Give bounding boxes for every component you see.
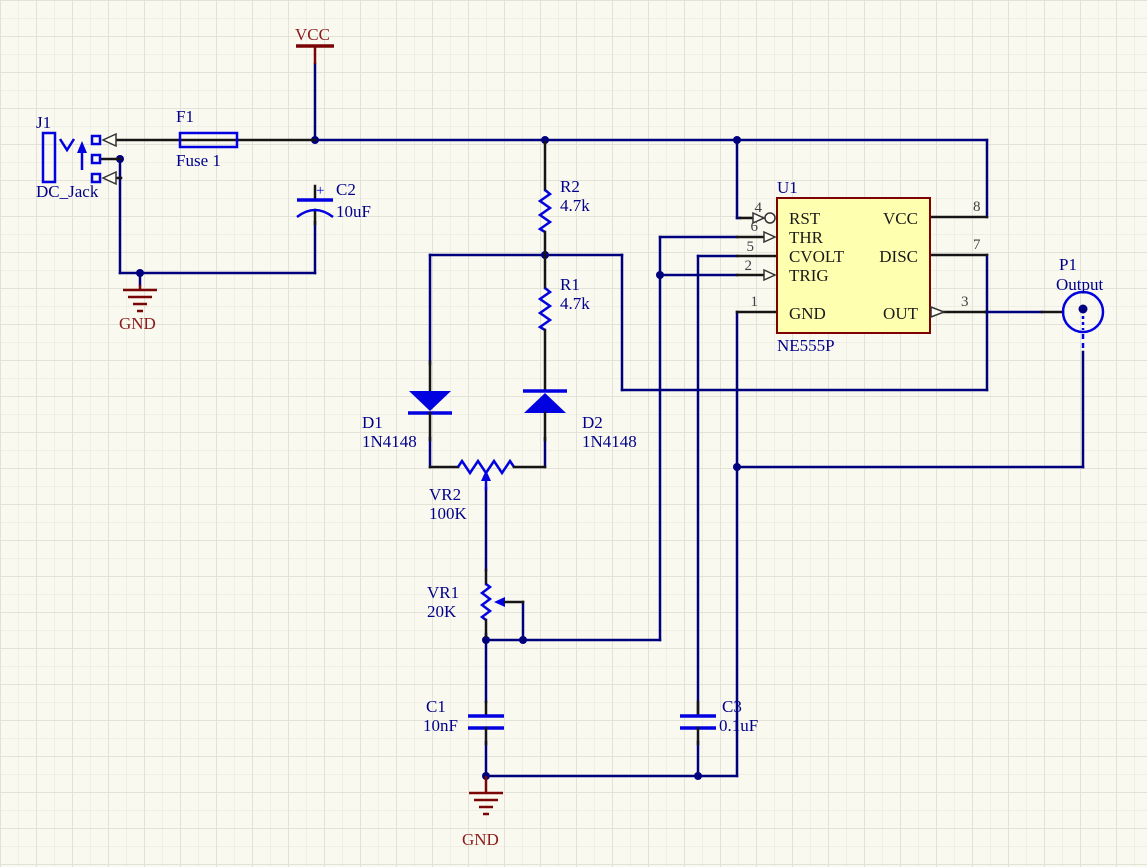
u1-pin-number-8: 8 — [973, 199, 981, 215]
u1-pin-name-cvolt: CVOLT — [789, 247, 845, 266]
wire-disc-net[interactable] — [428, 253, 989, 392]
c2-value-label: 10uF — [336, 202, 371, 221]
c1-value-label: 10nF — [423, 716, 458, 735]
u1-designator-label: U1 — [777, 178, 798, 197]
vr1-designator-label: VR1 — [427, 583, 459, 602]
u1-pin-name-out: OUT — [883, 304, 919, 323]
r2-designator-label: R2 — [560, 177, 580, 196]
wire-input-gnd-branch[interactable] — [118, 157, 317, 287]
junction-dots — [116, 136, 741, 780]
c3-designator-label: C3 — [722, 697, 742, 716]
u1-pin-name-gnd: GND — [789, 304, 826, 323]
vr2-designator-label: VR2 — [429, 485, 461, 504]
u1-pin-number-1: 1 — [751, 294, 759, 310]
c2-polarity-mark: + — [316, 183, 324, 199]
u1-pin-name-disc: DISC — [879, 247, 918, 266]
vr1-wiper-arrow-icon — [494, 597, 505, 607]
potentiometer-vr1[interactable]: VR1 20K — [427, 568, 525, 638]
u1-pin-name-trig: TRIG — [789, 266, 829, 285]
c1-designator-label: C1 — [426, 697, 446, 716]
wire-gnd-net[interactable] — [484, 310, 1085, 778]
capacitor-c1[interactable]: C1 10nF — [423, 697, 504, 746]
f1-value-label: Fuse 1 — [176, 151, 221, 170]
resistor-r1[interactable]: R1 4.7k — [537, 255, 590, 392]
vr1-value-label: 20K — [427, 602, 457, 621]
u1-pin-name-rst: RST — [789, 209, 821, 228]
u1-pin-number-4: 4 — [755, 200, 763, 216]
vr2-value-label: 100K — [429, 504, 468, 523]
u1-pin-number-2: 2 — [745, 258, 753, 274]
r2-value-label: 4.7k — [560, 196, 590, 215]
gnd-power-symbol-top[interactable]: GND — [119, 285, 157, 333]
u1-value-label: NE555P — [777, 336, 835, 355]
rst-inversion-bubble-icon — [764, 212, 776, 224]
u1-pin-number-5: 5 — [747, 239, 755, 255]
c3-value-label: 0.1uF — [719, 716, 758, 735]
rst-input-arrow-icon — [752, 211, 766, 225]
u1-pin-number-3: 3 — [961, 294, 969, 310]
vcc-power-symbol[interactable]: VCC — [295, 25, 334, 64]
wire-diode-pot-net[interactable] — [428, 436, 547, 469]
p1-designator-label: P1 — [1059, 255, 1077, 274]
wire-rst-net[interactable] — [735, 138, 742, 220]
vcc-net-label: VCC — [295, 25, 330, 44]
trig-input-arrow-icon — [763, 268, 777, 282]
d2-value-label: 1N4148 — [582, 432, 637, 451]
gnd-power-symbol-bottom[interactable]: GND — [462, 776, 503, 849]
diode-d2[interactable]: D2 1N4148 — [523, 389, 637, 451]
u1-pin-number-7: 7 — [973, 237, 981, 253]
r1-designator-label: R1 — [560, 275, 580, 294]
thr-input-arrow-icon — [763, 230, 777, 244]
j1-value-label: DC_Jack — [36, 182, 99, 201]
fuse-f1[interactable]: F1 Fuse 1 — [176, 107, 239, 170]
r1-value-label: 4.7k — [560, 294, 590, 313]
vr2-wiper-arrow-icon — [481, 470, 491, 481]
diode-d1[interactable]: D1 1N4148 — [362, 360, 452, 451]
gnd-net-label-top: GND — [119, 314, 156, 333]
f1-designator-label: F1 — [176, 107, 194, 126]
potentiometer-vr2[interactable]: VR2 100K — [428, 458, 547, 523]
wire-vcc-rail[interactable] — [313, 62, 989, 219]
capacitor-c2[interactable]: + C2 10uF — [296, 180, 371, 226]
ic-u1-ne555p[interactable]: U1 NE555P RST THR CVOLT TRIG GND VCC DIS… — [735, 178, 989, 355]
wire-thr-trig-net[interactable] — [484, 235, 739, 704]
gnd-net-label-bottom: GND — [462, 830, 499, 849]
pin-direction-arrow-icon — [101, 170, 117, 186]
dc-jack-j1[interactable]: J1 DC_Jack — [36, 113, 317, 201]
d1-value-label: 1N4148 — [362, 432, 417, 451]
j1-designator-label: J1 — [36, 113, 51, 132]
u1-pin-number-6: 6 — [751, 219, 759, 235]
out-output-arrow-icon — [930, 305, 947, 319]
c2-designator-label: C2 — [336, 180, 356, 199]
d2-designator-label: D2 — [582, 413, 603, 432]
pin-direction-arrow-icon — [101, 132, 117, 148]
u1-pin-name-vcc: VCC — [883, 209, 918, 228]
u1-pin-name-thr: THR — [789, 228, 824, 247]
wire-cvolt-net[interactable] — [696, 254, 739, 716]
connector-p1[interactable]: P1 Output — [1040, 255, 1105, 352]
p1-value-label: Output — [1056, 275, 1104, 294]
jack-tip-arrow-icon — [77, 141, 87, 153]
capacitor-c3[interactable]: C3 0.1uF — [680, 697, 758, 746]
resistor-r2[interactable]: R2 4.7k — [537, 140, 590, 257]
d1-designator-label: D1 — [362, 413, 383, 432]
